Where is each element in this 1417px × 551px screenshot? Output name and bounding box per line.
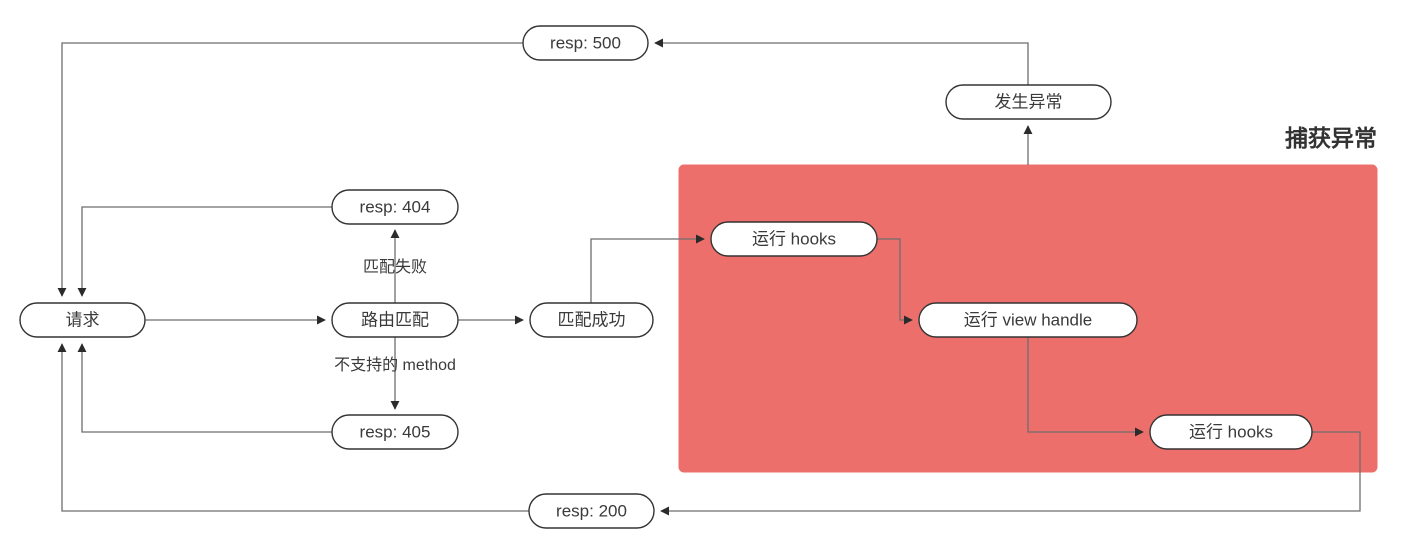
node-resp-404-box[interactable]: [331, 189, 459, 225]
edge-exception-to-resp500: [654, 38, 1029, 85]
node-run-view-handle-label: 运行 view handle: [964, 310, 1093, 329]
node-exception-occurred-box[interactable]: [945, 84, 1112, 120]
edge-label-match-fail: 匹配失败: [363, 258, 427, 276]
node-run-hooks-bottom-box[interactable]: [1149, 414, 1313, 450]
edges-layer: [57, 38, 1361, 516]
node-resp-404[interactable]: resp: 404: [331, 189, 459, 225]
node-run-hooks-bottom-label: 运行 hooks: [1189, 422, 1273, 441]
node-run-hooks-top[interactable]: 运行 hooks: [710, 221, 878, 257]
node-run-view-handle-box[interactable]: [918, 302, 1138, 338]
node-run-view-handle[interactable]: 运行 view handle: [918, 302, 1138, 338]
edge-labels-layer: 匹配失败 不支持的 method: [334, 258, 456, 374]
edge-hooks-bottom-to-resp200: [660, 431, 1361, 516]
node-request-box[interactable]: [19, 302, 146, 338]
edge-hooks-top-to-view-handle: [877, 238, 913, 325]
node-exception-occurred-label: 发生异常: [995, 92, 1063, 111]
edge-label-unsupported-method: 不支持的 method: [334, 356, 456, 374]
node-run-hooks-bottom[interactable]: 运行 hooks: [1149, 414, 1313, 450]
group-title-catch-exception: 捕获异常: [1285, 125, 1377, 151]
node-resp-500-label: resp: 500: [550, 33, 621, 52]
edge-resp200-to-req: [57, 343, 529, 512]
node-match-success-label: 匹配成功: [558, 310, 626, 329]
node-resp-500-box[interactable]: [522, 25, 649, 61]
node-resp-500[interactable]: resp: 500: [522, 25, 649, 61]
node-resp-405[interactable]: resp: 405: [331, 414, 459, 450]
node-match-success[interactable]: 匹配成功: [529, 302, 654, 338]
node-request-label: 请求: [66, 310, 100, 329]
node-resp-200-box[interactable]: [528, 493, 655, 529]
node-resp-404-label: resp: 404: [360, 197, 431, 216]
node-route-match-box[interactable]: [331, 302, 459, 338]
node-resp-200-label: resp: 200: [556, 501, 627, 520]
node-resp-405-box[interactable]: [331, 414, 459, 450]
node-exception-occurred[interactable]: 发生异常: [945, 84, 1112, 120]
node-request[interactable]: 请求: [19, 302, 146, 338]
edge-view-handle-to-hooks-bottom: [1027, 337, 1144, 437]
edge-matched-to-hooks-top: [590, 234, 705, 303]
edge-resp500-to-req: [57, 42, 523, 297]
edge-resp404-to-req: [77, 206, 332, 297]
node-run-hooks-top-box[interactable]: [710, 221, 878, 257]
node-resp-200[interactable]: resp: 200: [528, 493, 655, 529]
node-run-hooks-top-label: 运行 hooks: [752, 229, 836, 248]
node-resp-405-label: resp: 405: [360, 422, 431, 441]
node-route-match-label: 路由匹配: [361, 310, 429, 329]
edge-resp405-to-req: [77, 343, 332, 433]
node-route-match[interactable]: 路由匹配: [331, 302, 459, 338]
nodes-layer: 请求 resp: 500 resp: 404 resp: 405 resp: 2…: [19, 25, 1313, 529]
node-match-success-box[interactable]: [529, 302, 654, 338]
